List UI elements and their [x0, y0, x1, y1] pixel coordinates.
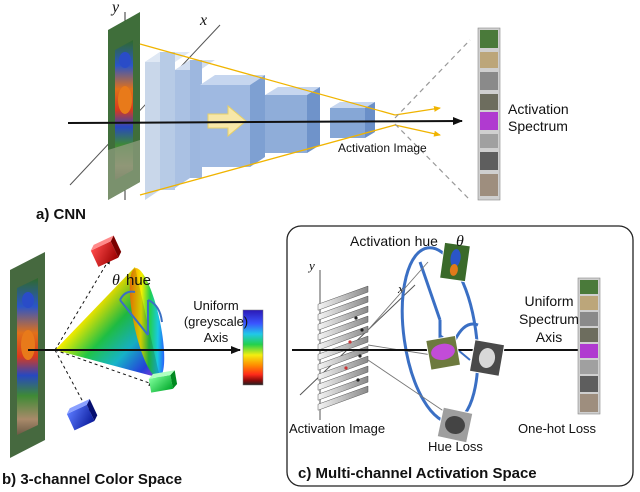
panel-a-cnn: y x	[36, 0, 569, 223]
panel-c-caption: c) Multi-channel Activation Space	[298, 465, 537, 482]
thumb-dog	[468, 339, 506, 377]
panel-c-activation-hue-label: Activation hue	[350, 233, 438, 249]
panel-b-hue-label: hue	[126, 272, 151, 289]
panel-c-x-label: x	[397, 281, 404, 296]
activation-image-stack	[317, 285, 369, 411]
panel-c-theta: θ	[456, 233, 464, 250]
panel-c-hue-loss-label: Hue Loss	[428, 439, 483, 454]
panel-b-spectrum-bar	[242, 309, 264, 386]
cnn-blocks	[145, 52, 375, 200]
flow-arrow-icon	[207, 104, 247, 138]
thumb-flower	[425, 334, 462, 371]
panel-b-caption: b) 3-channel Color Space	[2, 471, 182, 488]
thumb-cat	[436, 406, 474, 444]
panel-c-onehot-loss-label: One-hot Loss	[518, 421, 597, 436]
panel-c-activation-space: y x	[286, 225, 634, 487]
panel-a-input-image	[108, 12, 140, 200]
blue-cube-icon	[66, 398, 98, 431]
panel-c-spectrum-strip	[577, 277, 601, 415]
panel-a-main-arrow	[67, 117, 463, 126]
panel-a-spectrum-label-2: Spectrum	[508, 118, 568, 134]
panel-b-uniform-label-2: (greyscale)	[184, 314, 248, 329]
activation-hue-ring	[400, 246, 480, 424]
thumb-parrot	[439, 241, 471, 283]
panel-c-uniform-label-2: Spectrum	[519, 311, 579, 327]
panel-a-y-label: y	[110, 0, 120, 16]
red-cube-icon	[90, 235, 122, 267]
panel-a-activation-spectrum-strip	[477, 27, 501, 201]
green-cube-icon	[148, 370, 178, 393]
panel-b-theta: θ	[112, 272, 120, 289]
panel-c-uniform-label-1: Uniform	[524, 293, 573, 309]
panel-c-y-label: y	[307, 258, 315, 273]
panel-b-color-space: θ hue Uniform (greyscale) Axis b) 3-chan…	[2, 235, 264, 488]
panel-c-activation-image-label: Activation Image	[289, 421, 385, 436]
panel-b-uniform-label-1: Uniform	[193, 298, 239, 313]
panel-a-x-label: x	[199, 12, 207, 29]
panel-b-uniform-label-3: Axis	[204, 330, 229, 345]
panel-a-spectrum-label-1: Activation	[508, 101, 569, 117]
panel-c-border	[286, 225, 634, 487]
panel-a-caption: a) CNN	[36, 206, 86, 223]
panel-a-activation-image-label: Activation Image	[338, 141, 427, 155]
panel-b-input-image	[10, 252, 45, 458]
frustum-lines	[139, 43, 441, 196]
panel-a-dashed-lines	[394, 39, 471, 201]
panel-c-uniform-label-3: Axis	[536, 329, 562, 345]
